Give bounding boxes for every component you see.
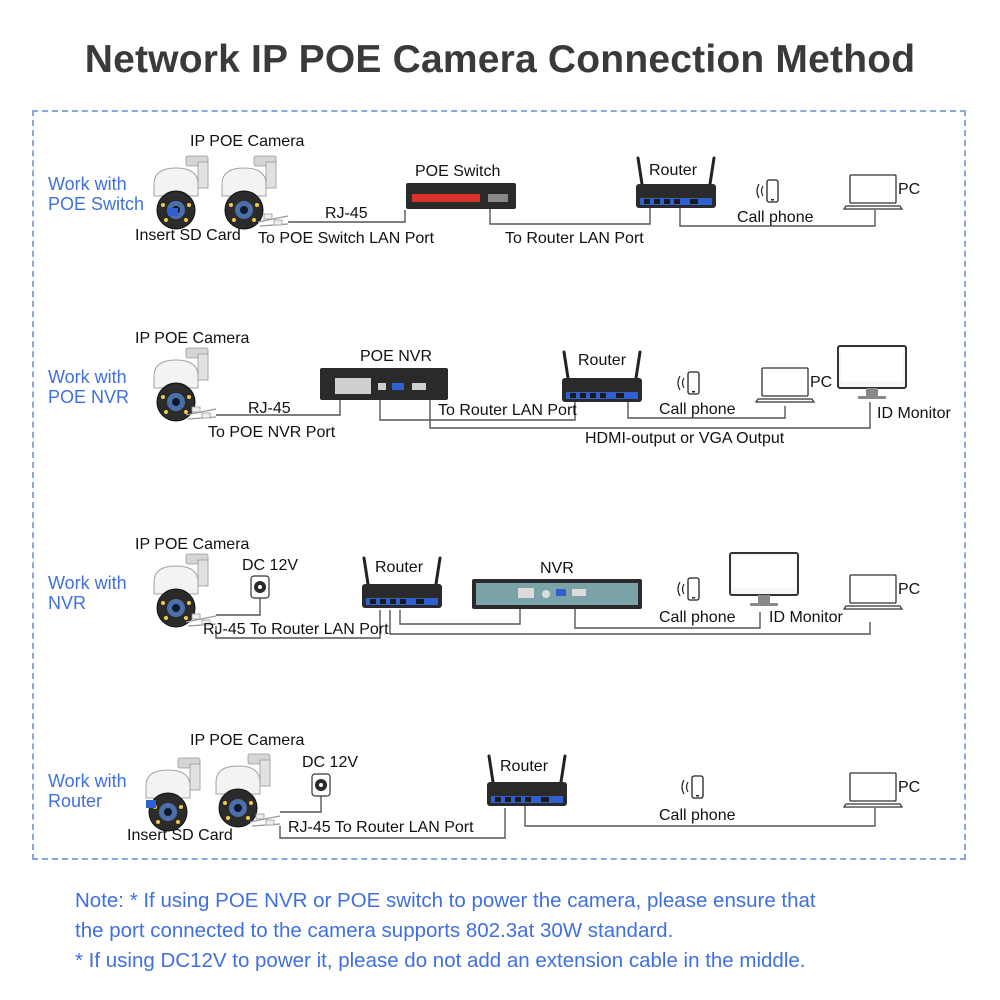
note-line: the port connected to the camera support… [75,919,674,942]
nvr-label: POE NVR [360,348,432,365]
section-nvr: Work with NVR IP POE Camera DC 12V RJ-45… [48,536,920,639]
monitor-label: ID Monitor [877,405,951,422]
section-label: Work with [48,174,127,194]
camera-label: IP POE Camera [135,330,250,347]
section-label: POE NVR [48,387,129,407]
rj45-label: RJ-45 [325,205,368,222]
section-label: Work with [48,771,127,791]
laptop-icon [755,367,815,403]
laptop-icon [843,772,903,808]
monitor-icon [729,552,799,607]
rj45-label: RJ-45 [248,400,291,417]
diagram-frame [32,110,966,860]
sd-card-icon [146,800,156,808]
page-title: Network IP POE Camera Connection Method [84,38,916,81]
cable-label: To POE NVR Port [208,424,336,441]
camera-label: IP POE Camera [190,732,305,749]
phone-icon [677,371,700,395]
phone-icon [677,577,700,601]
sd-card-label: Insert SD Card [135,227,241,244]
section-router: Work with Router IP POE Camera Insert SD… [48,732,920,844]
cable-label: To Router LAN Port [438,402,577,419]
router-label: Router [500,758,549,775]
phone-label: Call phone [737,209,814,226]
ptz-camera-icon [153,155,209,230]
video-output-label: HDMI-output or VGA Output [585,430,785,447]
laptop-icon [843,574,903,610]
phone-label: Call phone [659,401,736,418]
router-label: Router [578,352,627,369]
pc-label: PC [898,581,920,598]
phone-label: Call phone [659,609,736,626]
note-block: Note: * If using POE NVR or POE switch t… [75,886,955,976]
nvr-icon [472,579,642,609]
ptz-camera-icon [145,757,201,832]
note-line: Note: * If using POE NVR or POE switch t… [75,889,816,912]
power-plug-icon [250,575,270,599]
phone-icon [681,775,704,799]
nvr-label: NVR [540,560,574,577]
monitor-icon [837,345,907,400]
router-label: Router [375,559,424,576]
power-plug-icon [311,773,331,797]
cable-label: To POE Switch LAN Port [258,230,435,247]
connection-diagram: Work with POE Switch IP POE Camera Inser… [48,133,951,844]
power-label: DC 12V [242,557,298,574]
pc-label: PC [898,181,920,198]
section-label: POE Switch [48,194,144,214]
phone-label: Call phone [659,807,736,824]
note-line: * If using DC12V to power it, please do … [75,949,806,972]
poe-switch-icon [406,183,516,209]
monitor-label: ID Monitor [769,609,843,626]
sd-card-label: Insert SD Card [127,827,233,844]
section-poe-nvr: Work with POE NVR IP POE Camera RJ-45 To… [48,330,951,447]
cable-label: To Router LAN Port [505,230,644,247]
section-poe-switch: Work with POE Switch IP POE Camera Inser… [48,133,920,247]
phone-icon [756,179,779,203]
poe-nvr-icon [320,368,448,400]
camera-label: IP POE Camera [135,536,250,553]
pc-label: PC [810,374,832,391]
section-label: Router [48,791,102,811]
switch-label: POE Switch [415,163,500,180]
section-label: Work with [48,367,127,387]
camera-label: IP POE Camera [190,133,305,150]
pc-label: PC [898,779,920,796]
router-label: Router [649,162,698,179]
section-label: NVR [48,593,86,613]
power-label: DC 12V [302,754,358,771]
section-label: Work with [48,573,127,593]
cable-label: RJ-45 To Router LAN Port [288,819,474,836]
sd-card-icon [168,208,178,216]
laptop-icon [843,174,903,210]
cable-label: RJ-45 To Router LAN Port [203,621,389,638]
